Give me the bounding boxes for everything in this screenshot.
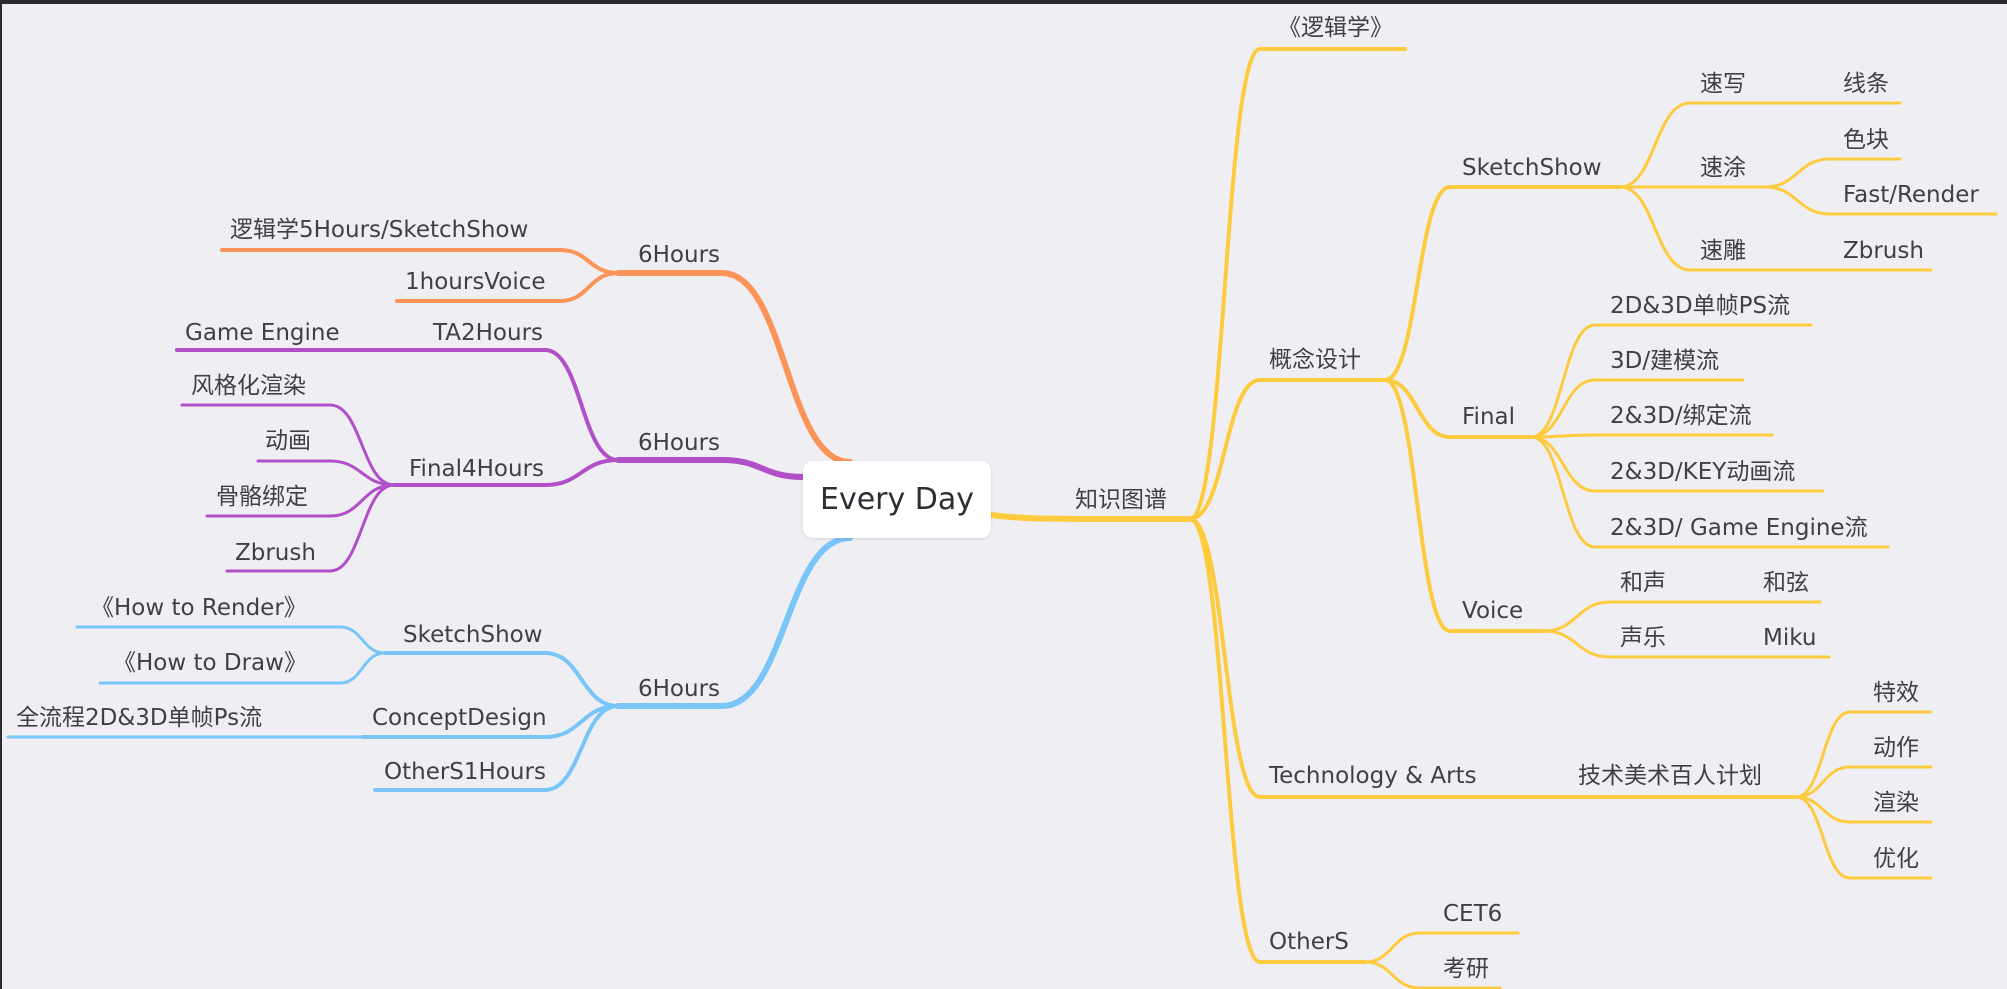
node-concept-design-cn[interactable]: 概念设计 bbox=[1269, 347, 1361, 373]
link-plan-optimize bbox=[1794, 795, 1933, 880]
node-right-zbrush[interactable]: Zbrush bbox=[1843, 238, 1924, 264]
link-voice-harmony bbox=[1542, 600, 1822, 633]
link-plan-motion bbox=[1794, 765, 1933, 799]
link-final-rig bbox=[1529, 433, 1774, 439]
node-full-pipeline-2d3d[interactable]: 全流程2D&3D单帧Ps流 bbox=[16, 705, 263, 731]
link-others-kaoyan bbox=[1363, 960, 1502, 989]
node-knowledge-graph[interactable]: 知识图谱 bbox=[1075, 487, 1167, 513]
node-fast-render[interactable]: Fast/Render bbox=[1843, 182, 1979, 208]
link-final-modeling bbox=[1529, 378, 1745, 439]
link-final-rigging bbox=[205, 483, 396, 518]
node-final-game-engine[interactable]: 2&3D/ Game Engine流 bbox=[1610, 515, 1868, 541]
link-purple-final bbox=[392, 458, 620, 487]
node-suxie[interactable]: 速写 bbox=[1700, 71, 1746, 97]
node-final4hours[interactable]: Final4Hours bbox=[409, 456, 545, 482]
link-sketch-draw bbox=[98, 651, 387, 685]
node-vocal[interactable]: 声乐 bbox=[1620, 625, 1666, 651]
node-left-zbrush[interactable]: Zbrush bbox=[235, 540, 316, 566]
link-final-key bbox=[1529, 435, 1825, 493]
node-ta-plan[interactable]: 技术美术百人计划 bbox=[1578, 763, 1762, 789]
link-orange-voice bbox=[395, 271, 620, 303]
node-logic-book[interactable]: 《逻辑学》 bbox=[1278, 15, 1393, 41]
node-final[interactable]: Final bbox=[1462, 404, 1516, 430]
node-rigging[interactable]: 骨骼绑定 bbox=[216, 484, 308, 510]
link-root-orange bbox=[615, 270, 853, 465]
node-optimization[interactable]: 优化 bbox=[1873, 846, 1919, 872]
link-sutu-fast bbox=[1763, 185, 1998, 216]
link-hub-others bbox=[1188, 517, 1367, 964]
node-how-to-render[interactable]: 《How to Render》 bbox=[91, 595, 307, 621]
node-rendering[interactable]: 渲染 bbox=[1873, 790, 1919, 816]
node-others-right[interactable]: OtherS bbox=[1269, 929, 1349, 955]
node-final-rigging[interactable]: 2&3D/绑定流 bbox=[1610, 403, 1752, 429]
node-sudiao[interactable]: 速雕 bbox=[1700, 238, 1746, 264]
link-sutu-color bbox=[1763, 157, 1902, 189]
node-purple-6hours[interactable]: 6Hours bbox=[638, 430, 721, 456]
link-final-stylized bbox=[180, 403, 396, 487]
link-final-zbrush bbox=[225, 483, 396, 573]
link-sketch-suxie bbox=[1618, 101, 1762, 189]
link-sketch-render bbox=[75, 625, 387, 655]
link-others-cet6 bbox=[1363, 931, 1520, 964]
link-hub-tech bbox=[1188, 517, 1496, 799]
node-cet6[interactable]: CET6 bbox=[1443, 901, 1503, 927]
node-others-1hours[interactable]: OtherS1Hours bbox=[384, 759, 546, 785]
node-harmony[interactable]: 和声 bbox=[1620, 570, 1666, 596]
node-right-sketchshow[interactable]: SketchShow bbox=[1462, 155, 1602, 181]
link-root-purple bbox=[615, 457, 806, 480]
node-orange-6hours[interactable]: 6Hours bbox=[638, 242, 721, 268]
root-node[interactable]: Every Day bbox=[803, 461, 991, 538]
link-hub-logic bbox=[1188, 47, 1407, 521]
link-blue-others bbox=[373, 704, 620, 792]
link-blue-sketch bbox=[383, 651, 620, 708]
node-tech-arts[interactable]: Technology & Arts bbox=[1269, 763, 1477, 789]
node-blue-6hours[interactable]: 6Hours bbox=[638, 676, 721, 702]
link-concept-sketch bbox=[1383, 185, 1622, 382]
node-logic-5hours-sketchshow[interactable]: 逻辑学5Hours/SketchShow bbox=[230, 217, 529, 243]
link-final-ps bbox=[1529, 323, 1813, 439]
node-chords[interactable]: 和弦 bbox=[1763, 570, 1809, 596]
link-root-blue bbox=[615, 535, 853, 709]
window-frame-top bbox=[0, 0, 2007, 4]
node-sutu[interactable]: 速涂 bbox=[1700, 155, 1746, 181]
node-miku[interactable]: Miku bbox=[1763, 625, 1817, 651]
node-ta2hours[interactable]: TA2Hours bbox=[433, 320, 544, 346]
link-final-engine bbox=[1529, 435, 1890, 549]
link-voice-vocal bbox=[1542, 629, 1831, 659]
link-concept-voice bbox=[1383, 378, 1546, 633]
node-lines[interactable]: 线条 bbox=[1843, 71, 1889, 97]
link-purple-ta bbox=[175, 348, 620, 462]
window-frame-left bbox=[0, 0, 2, 989]
node-vfx[interactable]: 特效 bbox=[1873, 680, 1919, 706]
node-voice[interactable]: Voice bbox=[1462, 598, 1524, 624]
node-left-sketchshow[interactable]: SketchShow bbox=[403, 622, 543, 648]
node-final-key-animation[interactable]: 2&3D/KEY动画流 bbox=[1610, 459, 1796, 485]
link-hub-concept bbox=[1188, 378, 1387, 521]
node-final-ps-pipeline[interactable]: 2D&3D单帧PS流 bbox=[1610, 293, 1791, 319]
node-concept-design[interactable]: ConceptDesign bbox=[372, 705, 547, 731]
link-plan-render bbox=[1794, 795, 1933, 824]
node-final-modeling[interactable]: 3D/建模流 bbox=[1610, 348, 1720, 374]
node-how-to-draw[interactable]: 《How to Draw》 bbox=[113, 650, 307, 676]
node-color-blocks[interactable]: 色块 bbox=[1843, 127, 1889, 153]
link-root-yellow bbox=[988, 512, 1193, 522]
node-kaoyan[interactable]: 考研 bbox=[1443, 956, 1489, 982]
node-animation[interactable]: 动画 bbox=[265, 428, 311, 454]
node-stylized-rendering[interactable]: 风格化渲染 bbox=[191, 373, 306, 399]
link-plan-vfx bbox=[1794, 710, 1933, 799]
node-1hours-voice[interactable]: 1hoursVoice bbox=[405, 269, 546, 295]
node-game-engine[interactable]: Game Engine bbox=[185, 320, 340, 346]
node-motion[interactable]: 动作 bbox=[1873, 735, 1919, 761]
link-sketch-sudiao bbox=[1618, 185, 1762, 272]
link-concept-final bbox=[1383, 378, 1533, 439]
link-final-animation bbox=[256, 459, 396, 487]
